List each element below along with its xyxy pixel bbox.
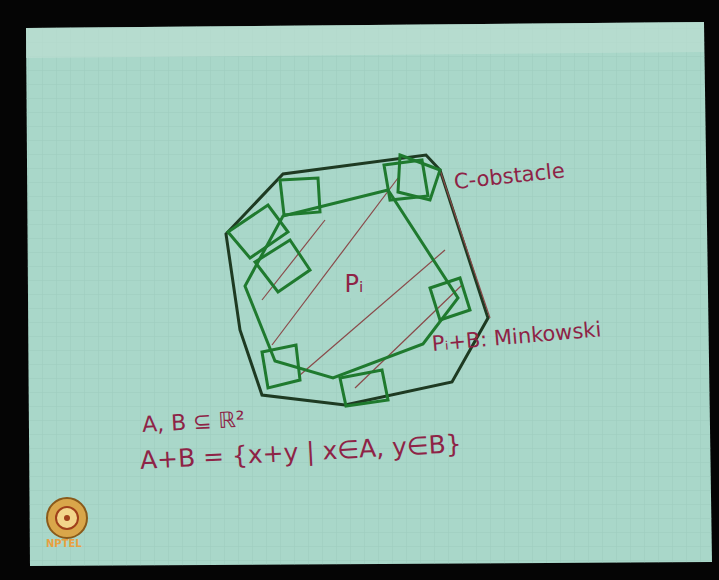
c-obstacle-outline (226, 155, 488, 405)
nptel-logo (47, 498, 87, 538)
polygon-label: Pᵢ (342, 270, 367, 298)
robot-squares (228, 155, 470, 406)
obstacle-polygon: Pᵢ (243, 186, 465, 382)
paper (26, 22, 712, 566)
logo-text: NPTEL (46, 538, 82, 549)
